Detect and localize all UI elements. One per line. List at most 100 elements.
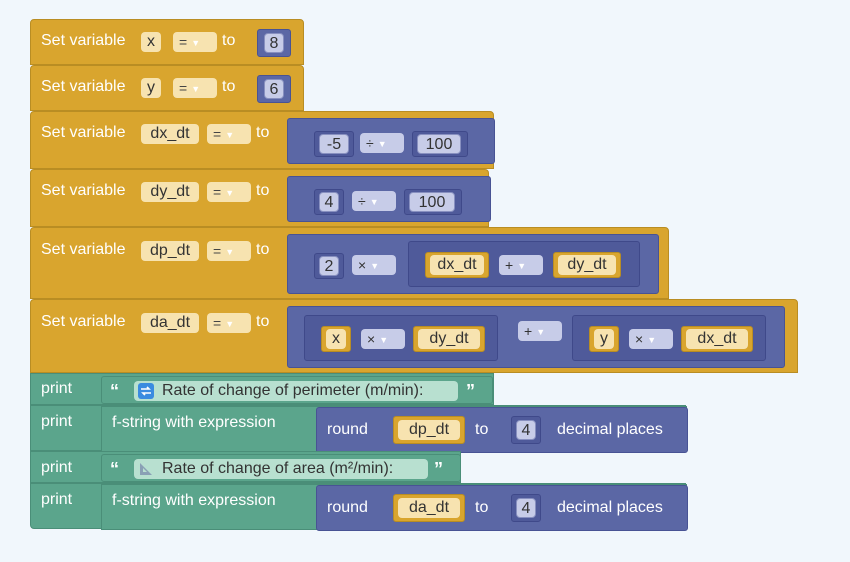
multiplication-operator-dropdown[interactable]: ×▼: [352, 255, 396, 275]
variable-dy-dt-block[interactable]: dy_dt: [413, 326, 485, 352]
chevron-down-icon: ▼: [647, 335, 657, 346]
round-block[interactable]: round dp_dt to 4 decimal places: [316, 407, 688, 453]
text-field[interactable]: Rate of change of perimeter (m/min):: [134, 381, 458, 401]
set-variable-dp-dt-block[interactable]: Set variable dp_dt =▼ to 2 ×▼ dx_dt +▼ d…: [30, 227, 669, 299]
multiplication-operator-dropdown[interactable]: ×▼: [629, 329, 673, 349]
set-variable-dx-dt-block[interactable]: Set variable dx_dt =▼ to -5 ÷▼ 100: [30, 111, 495, 169]
variable-name-field[interactable]: dp_dt: [398, 420, 460, 440]
number-field[interactable]: 8: [264, 33, 284, 53]
print-dp-dt-block[interactable]: print f-string with expression round dp_…: [30, 405, 688, 453]
right-operand-slot[interactable]: 100: [412, 131, 468, 157]
round-label: round: [327, 421, 368, 438]
number-field[interactable]: 100: [409, 192, 455, 212]
number-field[interactable]: 4: [319, 192, 339, 212]
text-field[interactable]: Rate of change of area (m²/min):: [134, 459, 428, 479]
assign-operator-dropdown[interactable]: =▼: [207, 313, 251, 333]
variable-name-field[interactable]: da_dt: [398, 498, 460, 518]
assign-operator-dropdown[interactable]: =▼: [207, 182, 251, 202]
number-block[interactable]: 6: [257, 75, 291, 103]
variable-name-field[interactable]: dx_dt: [686, 329, 748, 349]
set-variable-y-block[interactable]: Set variable y =▼ to 6: [30, 65, 304, 111]
product-x-dy-dt-block[interactable]: x ×▼ dy_dt: [304, 315, 498, 361]
set-variable-label: Set variable: [41, 32, 126, 49]
variable-name-field[interactable]: da_dt: [141, 313, 199, 333]
number-field[interactable]: 4: [516, 498, 536, 518]
print-label: print: [41, 380, 73, 397]
digits-slot[interactable]: 4: [511, 494, 541, 522]
variable-name-field[interactable]: y: [594, 329, 614, 349]
assign-operator-dropdown[interactable]: =▼: [173, 32, 217, 52]
left-operand-slot[interactable]: 4: [314, 189, 344, 215]
number-block[interactable]: 8: [257, 29, 291, 57]
set-variable-x-block[interactable]: Set variable x =▼ to 8: [30, 19, 304, 65]
right-operand-slot[interactable]: 100: [404, 189, 462, 215]
print-area-label-block[interactable]: print “ Rate of change of area (m²/min):…: [30, 451, 461, 483]
decimal-places-label: decimal places: [557, 499, 663, 516]
variable-name-field[interactable]: dy_dt: [141, 182, 199, 202]
variable-name-field[interactable]: dp_dt: [141, 241, 199, 261]
variable-name-field[interactable]: dx_dt: [141, 124, 199, 144]
variable-name-field[interactable]: x: [141, 32, 161, 52]
number-field[interactable]: 4: [516, 420, 536, 440]
division-operator-dropdown[interactable]: ÷▼: [360, 133, 404, 153]
variable-x-block[interactable]: x: [321, 326, 351, 352]
addition-operator-dropdown[interactable]: +▼: [499, 255, 543, 275]
left-operand-slot[interactable]: -5: [314, 131, 354, 157]
chevron-down-icon: ▼: [379, 335, 389, 346]
variable-dy-dt-block[interactable]: dy_dt: [553, 252, 621, 278]
variable-name-field[interactable]: dy_dt: [418, 329, 480, 349]
variable-name-field[interactable]: dy_dt: [558, 255, 616, 275]
set-variable-dy-dt-block[interactable]: Set variable dy_dt =▼ to 4 ÷▼ 100: [30, 169, 491, 227]
multiplication-operator-dropdown[interactable]: ×▼: [361, 329, 405, 349]
close-quote-icon: ”: [434, 459, 443, 479]
variable-dp-dt-block[interactable]: dp_dt: [393, 416, 465, 444]
set-variable-label: Set variable: [41, 78, 126, 95]
fstring-block[interactable]: f-string with expression round dp_dt to …: [101, 406, 688, 453]
set-variable-label: Set variable: [41, 182, 126, 199]
variable-dx-dt-block[interactable]: dx_dt: [681, 326, 753, 352]
to-label: to: [222, 78, 236, 95]
variable-name-field[interactable]: dx_dt: [430, 255, 484, 275]
assign-operator-dropdown[interactable]: =▼: [173, 78, 217, 98]
fstring-label: f-string with expression: [112, 414, 276, 431]
factor-slot[interactable]: 2: [314, 253, 344, 279]
multiplication-block[interactable]: 2 ×▼ dx_dt +▼ dy_dt: [287, 234, 659, 294]
text-literal-block[interactable]: “ Rate of change of perimeter (m/min): ”: [101, 376, 493, 404]
division-block[interactable]: -5 ÷▼ 100: [287, 118, 495, 164]
decimal-places-label: decimal places: [557, 421, 663, 438]
number-field[interactable]: -5: [319, 134, 349, 154]
fstring-block[interactable]: f-string with expression round da_dt to …: [101, 484, 688, 531]
text-literal-block[interactable]: “ Rate of change of area (m²/min): ”: [101, 454, 461, 482]
round-block[interactable]: round da_dt to 4 decimal places: [316, 485, 688, 531]
close-quote-icon: ”: [466, 381, 475, 401]
fstring-label: f-string with expression: [112, 492, 276, 509]
set-variable-da-dt-block[interactable]: Set variable da_dt =▼ to x ×▼ dy_dt +▼ y…: [30, 299, 798, 373]
chevron-down-icon: ▼: [225, 188, 235, 199]
print-label: print: [41, 413, 73, 430]
division-block[interactable]: 4 ÷▼ 100: [287, 176, 491, 222]
assign-operator-dropdown[interactable]: =▼: [207, 241, 251, 261]
number-field[interactable]: 6: [264, 79, 284, 99]
chevron-down-icon: ▼: [191, 38, 201, 49]
to-label: to: [256, 313, 270, 330]
number-field[interactable]: 100: [417, 134, 461, 154]
digits-slot[interactable]: 4: [511, 416, 541, 444]
variable-y-block[interactable]: y: [589, 326, 619, 352]
print-perimeter-label-block[interactable]: print “ Rate of change of perimeter (m/m…: [30, 373, 494, 405]
variable-dx-dt-block[interactable]: dx_dt: [425, 252, 489, 278]
division-operator-dropdown[interactable]: ÷▼: [352, 191, 396, 211]
addition-block[interactable]: dx_dt +▼ dy_dt: [408, 241, 640, 287]
number-field[interactable]: 2: [319, 256, 339, 276]
print-da-dt-block[interactable]: print f-string with expression round da_…: [30, 483, 688, 531]
variable-da-dt-block[interactable]: da_dt: [393, 494, 465, 522]
triangle-ruler-icon: [138, 461, 154, 477]
variable-name-field[interactable]: y: [141, 78, 161, 98]
variable-name-field[interactable]: x: [326, 329, 346, 349]
addition-block[interactable]: x ×▼ dy_dt +▼ y ×▼ dx_dt: [287, 306, 785, 368]
assign-operator-dropdown[interactable]: =▼: [207, 124, 251, 144]
to-label: to: [475, 499, 489, 516]
chevron-down-icon: ▼: [191, 84, 201, 95]
product-y-dx-dt-block[interactable]: y ×▼ dx_dt: [572, 315, 766, 361]
addition-operator-dropdown[interactable]: +▼: [518, 321, 562, 341]
